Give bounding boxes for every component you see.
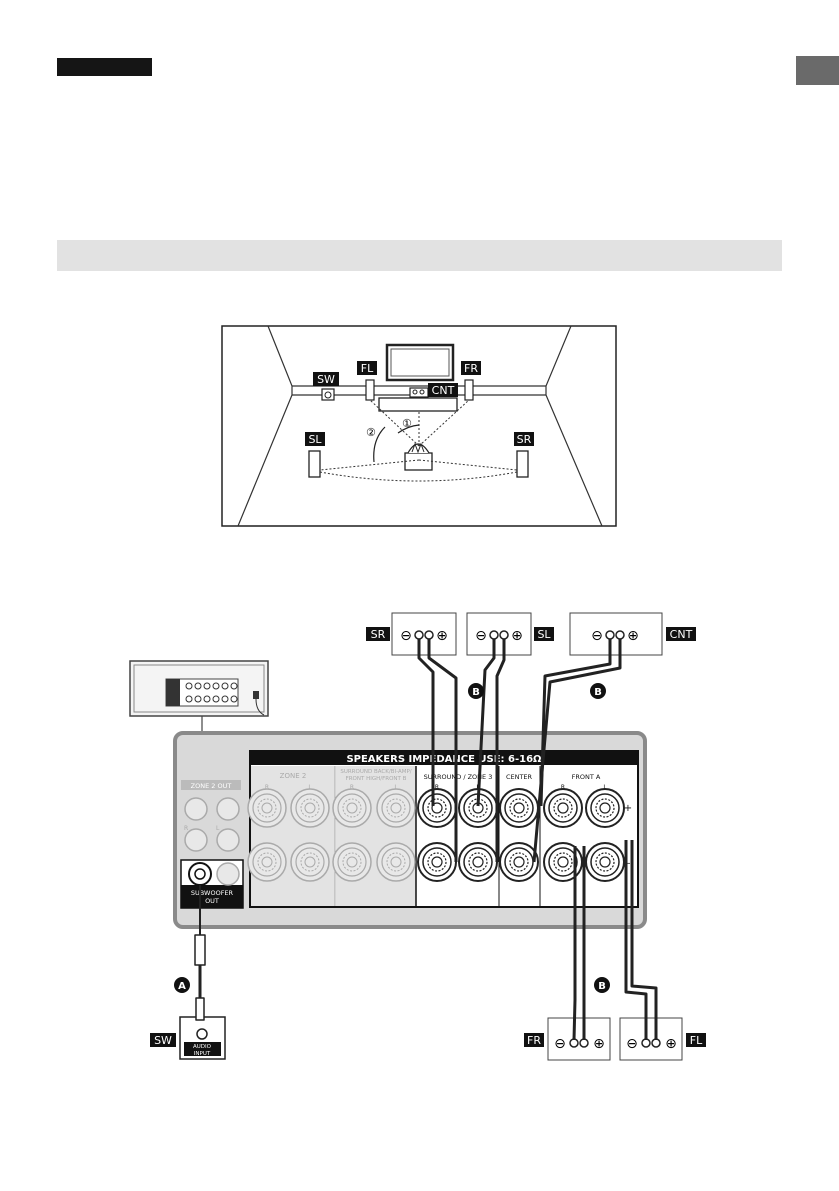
tag-sl: SL xyxy=(308,433,322,446)
cable-fl xyxy=(624,840,658,1040)
svg-text:⊖: ⊖ xyxy=(400,628,412,644)
svg-text:⊕: ⊕ xyxy=(511,628,523,644)
subwoofer-out-label-2: OUT xyxy=(205,897,219,905)
cable-badge-b-3: B xyxy=(594,977,610,993)
svg-text:⊖: ⊖ xyxy=(475,628,487,644)
svg-text:INPUT: INPUT xyxy=(194,1051,211,1057)
sur-r: R xyxy=(435,784,439,791)
subwoofer-input-box: AUDIO INPUT xyxy=(179,1016,226,1060)
receiver-thumbnail xyxy=(129,660,269,733)
room-layout-diagram: ① ② SW FL FR CNT SL SR xyxy=(221,325,617,527)
svg-text:B: B xyxy=(472,687,480,698)
zone2-r: R xyxy=(265,784,269,791)
subwoofer-out-label-1: SUBWOOFER xyxy=(191,889,234,897)
svg-text:⊖: ⊖ xyxy=(591,628,603,644)
sb-l: L xyxy=(394,784,398,791)
svg-text:⊕: ⊕ xyxy=(627,628,639,644)
svg-text:B: B xyxy=(598,981,606,992)
cable-sl xyxy=(476,639,506,862)
svg-text:⊕: ⊕ xyxy=(436,628,448,644)
tag-sr: SR xyxy=(517,433,532,446)
front-high-label: FRONT HIGH/FRONT B xyxy=(346,776,407,782)
speaker-terminal-cnt: ⊖ ⊕ xyxy=(569,612,663,656)
minus-sign: – xyxy=(626,858,631,869)
wiring-tag-cnt: CNT xyxy=(670,628,693,641)
tag-sw: SW xyxy=(317,373,335,386)
sb-r: R xyxy=(350,784,354,791)
front-r: R xyxy=(561,784,565,791)
zone2-label: ZONE 2 xyxy=(280,772,307,780)
center-label: CENTER xyxy=(506,773,533,781)
z2-l: L xyxy=(216,825,220,832)
speakers-header: SPEAKERS IMPEDANCE USE: 6-16Ω xyxy=(346,754,542,765)
zone2-l: L xyxy=(308,784,312,791)
cable-fr xyxy=(572,846,586,1041)
wiring-tag-fr: FR xyxy=(527,1034,541,1047)
cable-badge-a: A xyxy=(174,977,190,993)
svg-text:⊖: ⊖ xyxy=(626,1036,638,1052)
front-l: L xyxy=(603,784,607,791)
angle-label-1: ① xyxy=(402,417,412,430)
cable-cnt xyxy=(532,639,622,863)
speaker-terminal-sl: ⊖ ⊕ xyxy=(466,612,532,656)
speaker-terminal-sr: ⊖ ⊕ xyxy=(391,612,457,656)
wiring-tag-sl: SL xyxy=(537,628,551,641)
cable-badge-b-2: B xyxy=(590,683,606,699)
section-heading-bar xyxy=(57,240,782,271)
svg-text:⊖: ⊖ xyxy=(554,1036,566,1052)
plus-sign: + xyxy=(624,803,632,814)
svg-text:A: A xyxy=(178,981,186,992)
svg-text:AUDIO: AUDIO xyxy=(193,1044,212,1050)
chapter-side-tab xyxy=(796,56,839,85)
wiring-tag-fl: FL xyxy=(690,1034,703,1047)
wiring-tag-sw: SW xyxy=(154,1034,172,1047)
speaker-terminal-fl: ⊖ ⊕ xyxy=(619,1017,683,1061)
speaker-terminal-fr: ⊖ ⊕ xyxy=(547,1017,611,1061)
surround-zone3-label: SURROUND / ZONE 3 xyxy=(424,773,493,781)
tag-cnt: CNT xyxy=(432,384,455,397)
svg-text:B: B xyxy=(594,687,602,698)
cable-sw xyxy=(194,885,206,1021)
cable-badge-b-1: B xyxy=(468,683,484,699)
section-marker-black-tab xyxy=(57,58,152,76)
tag-fr: FR xyxy=(464,362,478,375)
wiring-tag-sr: SR xyxy=(371,628,386,641)
z2-r: R xyxy=(184,825,188,832)
zone2-out-label: ZONE 2 OUT xyxy=(191,782,232,790)
wiring-diagram: SPEAKERS IMPEDANCE USE: 6-16Ω ZONE 2 SUR… xyxy=(129,612,706,1061)
tag-fl: FL xyxy=(361,362,374,375)
svg-text:⊕: ⊕ xyxy=(593,1036,605,1052)
angle-label-2: ② xyxy=(366,426,376,439)
receiver-rear-panel: SPEAKERS IMPEDANCE USE: 6-16Ω ZONE 2 SUR… xyxy=(173,731,647,929)
surround-back-label: SURROUND BACK/BI-AMP/ xyxy=(340,769,411,775)
svg-text:⊕: ⊕ xyxy=(665,1036,677,1052)
cable-sr xyxy=(417,639,458,862)
front-a-label: FRONT A xyxy=(572,773,601,781)
